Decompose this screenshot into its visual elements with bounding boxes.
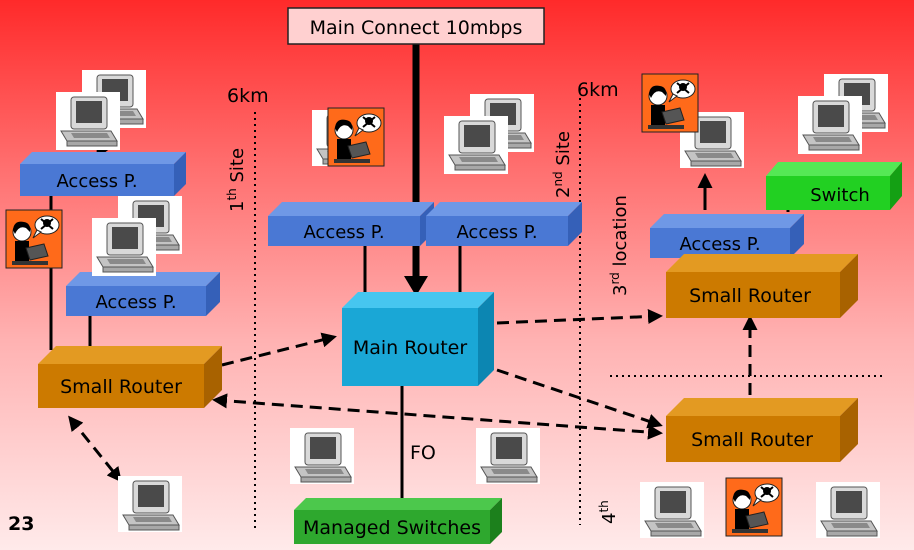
computer-icon [444,94,534,174]
access-point-label: Access P. [679,234,760,255]
computer-icon [798,74,888,154]
main-router: Main Router [342,292,494,386]
distance-right-label: 6km [577,79,619,101]
small-router-location4: Small Router [666,398,858,462]
small-router-label: Small Router [60,376,182,398]
fourth-location-label: 4th [597,500,620,524]
computer-icon [290,428,354,484]
slide-number: 23 [8,513,34,535]
main-uplink-arrow [404,44,428,296]
main-router-label: Main Router [353,337,468,359]
access-point-label: Access P. [303,222,384,243]
hacker-icon [725,477,783,537]
main-connect-box: Main Connect 10mbps [287,7,545,45]
access-point-location3: Access P. [650,214,804,258]
site1-label: 1th Site [225,148,248,212]
access-point-left-bottom: Access P. [66,272,220,316]
small-router-location3: Small Router [666,254,858,318]
access-point-label: Access P. [56,171,137,192]
main-connect-label: Main Connect 10mbps [310,17,523,39]
computer-icon [640,482,704,538]
access-point-site2-left: Access P. [268,202,434,246]
switch-label: Switch [810,185,870,206]
computer-icon [92,196,182,276]
location3-label: 3rd location [608,195,631,296]
hacker-icon [641,73,699,133]
small-router-label: Small Router [691,429,813,451]
computer-icon [476,428,540,484]
access-point-site2-right: Access P. [426,202,582,246]
small-router-left: Small Router [38,346,222,408]
access-point-left-top: Access P. [20,152,186,196]
access-point-label: Access P. [95,292,176,313]
computer-icon [56,70,146,150]
managed-switches-label: Managed Switches [303,517,481,539]
computer-icon [118,476,182,532]
wireless-links [68,309,758,483]
distance-left-label: 6km [227,85,269,107]
access-point-label: Access P. [456,222,537,243]
hacker-icon [327,107,385,167]
fo-label: FO [410,442,436,464]
managed-switches: Managed Switches [294,498,502,544]
hacker-icon [5,209,63,269]
site2-label: 2nd Site [551,131,574,198]
small-router-label: Small Router [689,285,811,307]
site-boundaries [254,98,885,530]
switch: Switch [766,162,902,210]
computer-icon [816,482,880,538]
